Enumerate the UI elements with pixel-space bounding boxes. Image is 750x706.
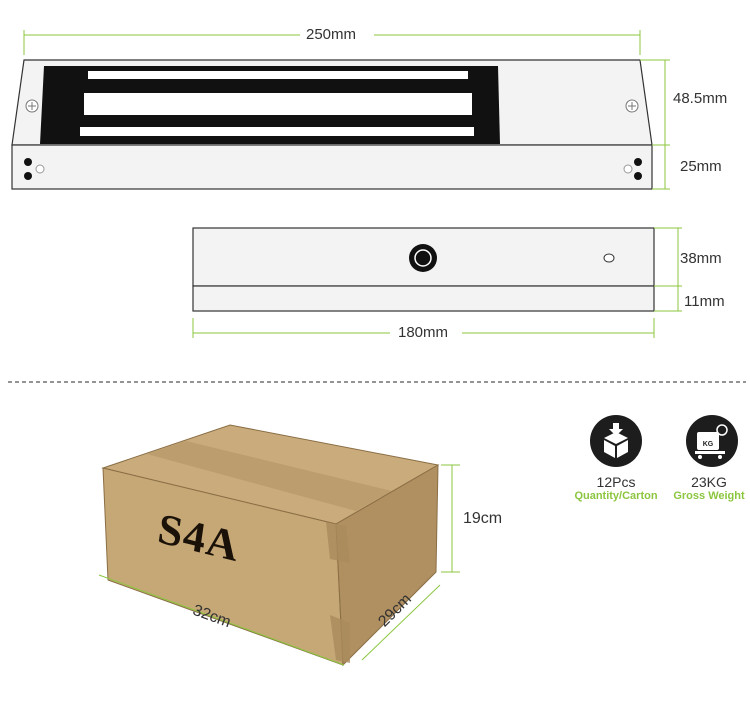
carton-height-label: 19cm — [463, 510, 503, 527]
carton-box-drawing — [98, 424, 460, 667]
plate-height-label: 38mm — [680, 250, 722, 267]
armature-plate-drawing — [192, 227, 682, 338]
quantity-badge: 12Pcs Quantity/Carton — [568, 474, 664, 502]
quantity-caption: Quantity/Carton — [574, 490, 658, 502]
magnet-width-label: 250mm — [306, 26, 357, 43]
plate-width-label: 180mm — [398, 324, 449, 341]
screw-icon — [25, 99, 39, 113]
box-icon — [590, 415, 642, 467]
magnet-top-height-label: 48.5mm — [673, 90, 728, 107]
magnet-side-height-label: 25mm — [680, 158, 722, 175]
magnet-lock-drawing — [11, 30, 670, 190]
svg-text:KG: KG — [703, 441, 714, 448]
screw-icon — [625, 99, 639, 113]
weight-caption: Gross Weight — [673, 490, 745, 502]
plate-thickness-label: 11mm — [684, 293, 725, 310]
quantity-value: 12Pcs — [596, 474, 636, 490]
scale-icon: KG — [686, 415, 738, 467]
weight-value: 23KG — [691, 474, 727, 490]
weight-badge: 23KG Gross Weight — [668, 474, 750, 502]
